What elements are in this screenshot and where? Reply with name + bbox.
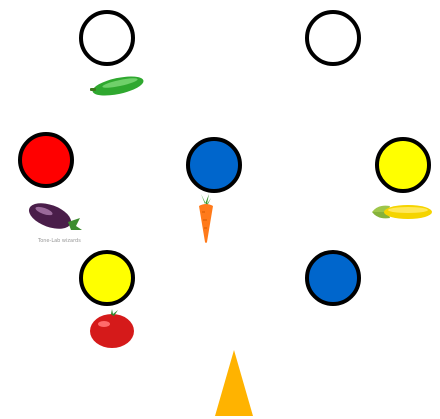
- tomato-icon[interactable]: [88, 308, 136, 350]
- circle-low-right[interactable]: [305, 250, 361, 306]
- circle-mid-center[interactable]: [186, 137, 242, 193]
- cucumber-icon[interactable]: [88, 74, 146, 98]
- eggplant-icon[interactable]: Tone-Lab wizards: [24, 200, 84, 244]
- corn-icon[interactable]: [370, 200, 434, 224]
- triangle-pointer-icon[interactable]: [214, 350, 254, 416]
- carrot-icon[interactable]: [195, 190, 217, 244]
- circle-mid-left[interactable]: [18, 132, 74, 188]
- circle-top-left[interactable]: [79, 10, 135, 66]
- circle-mid-right[interactable]: [375, 137, 431, 193]
- svg-text:Tone-Lab wizards: Tone-Lab wizards: [37, 238, 81, 244]
- circle-top-right[interactable]: [305, 10, 361, 66]
- circle-low-left[interactable]: [79, 250, 135, 306]
